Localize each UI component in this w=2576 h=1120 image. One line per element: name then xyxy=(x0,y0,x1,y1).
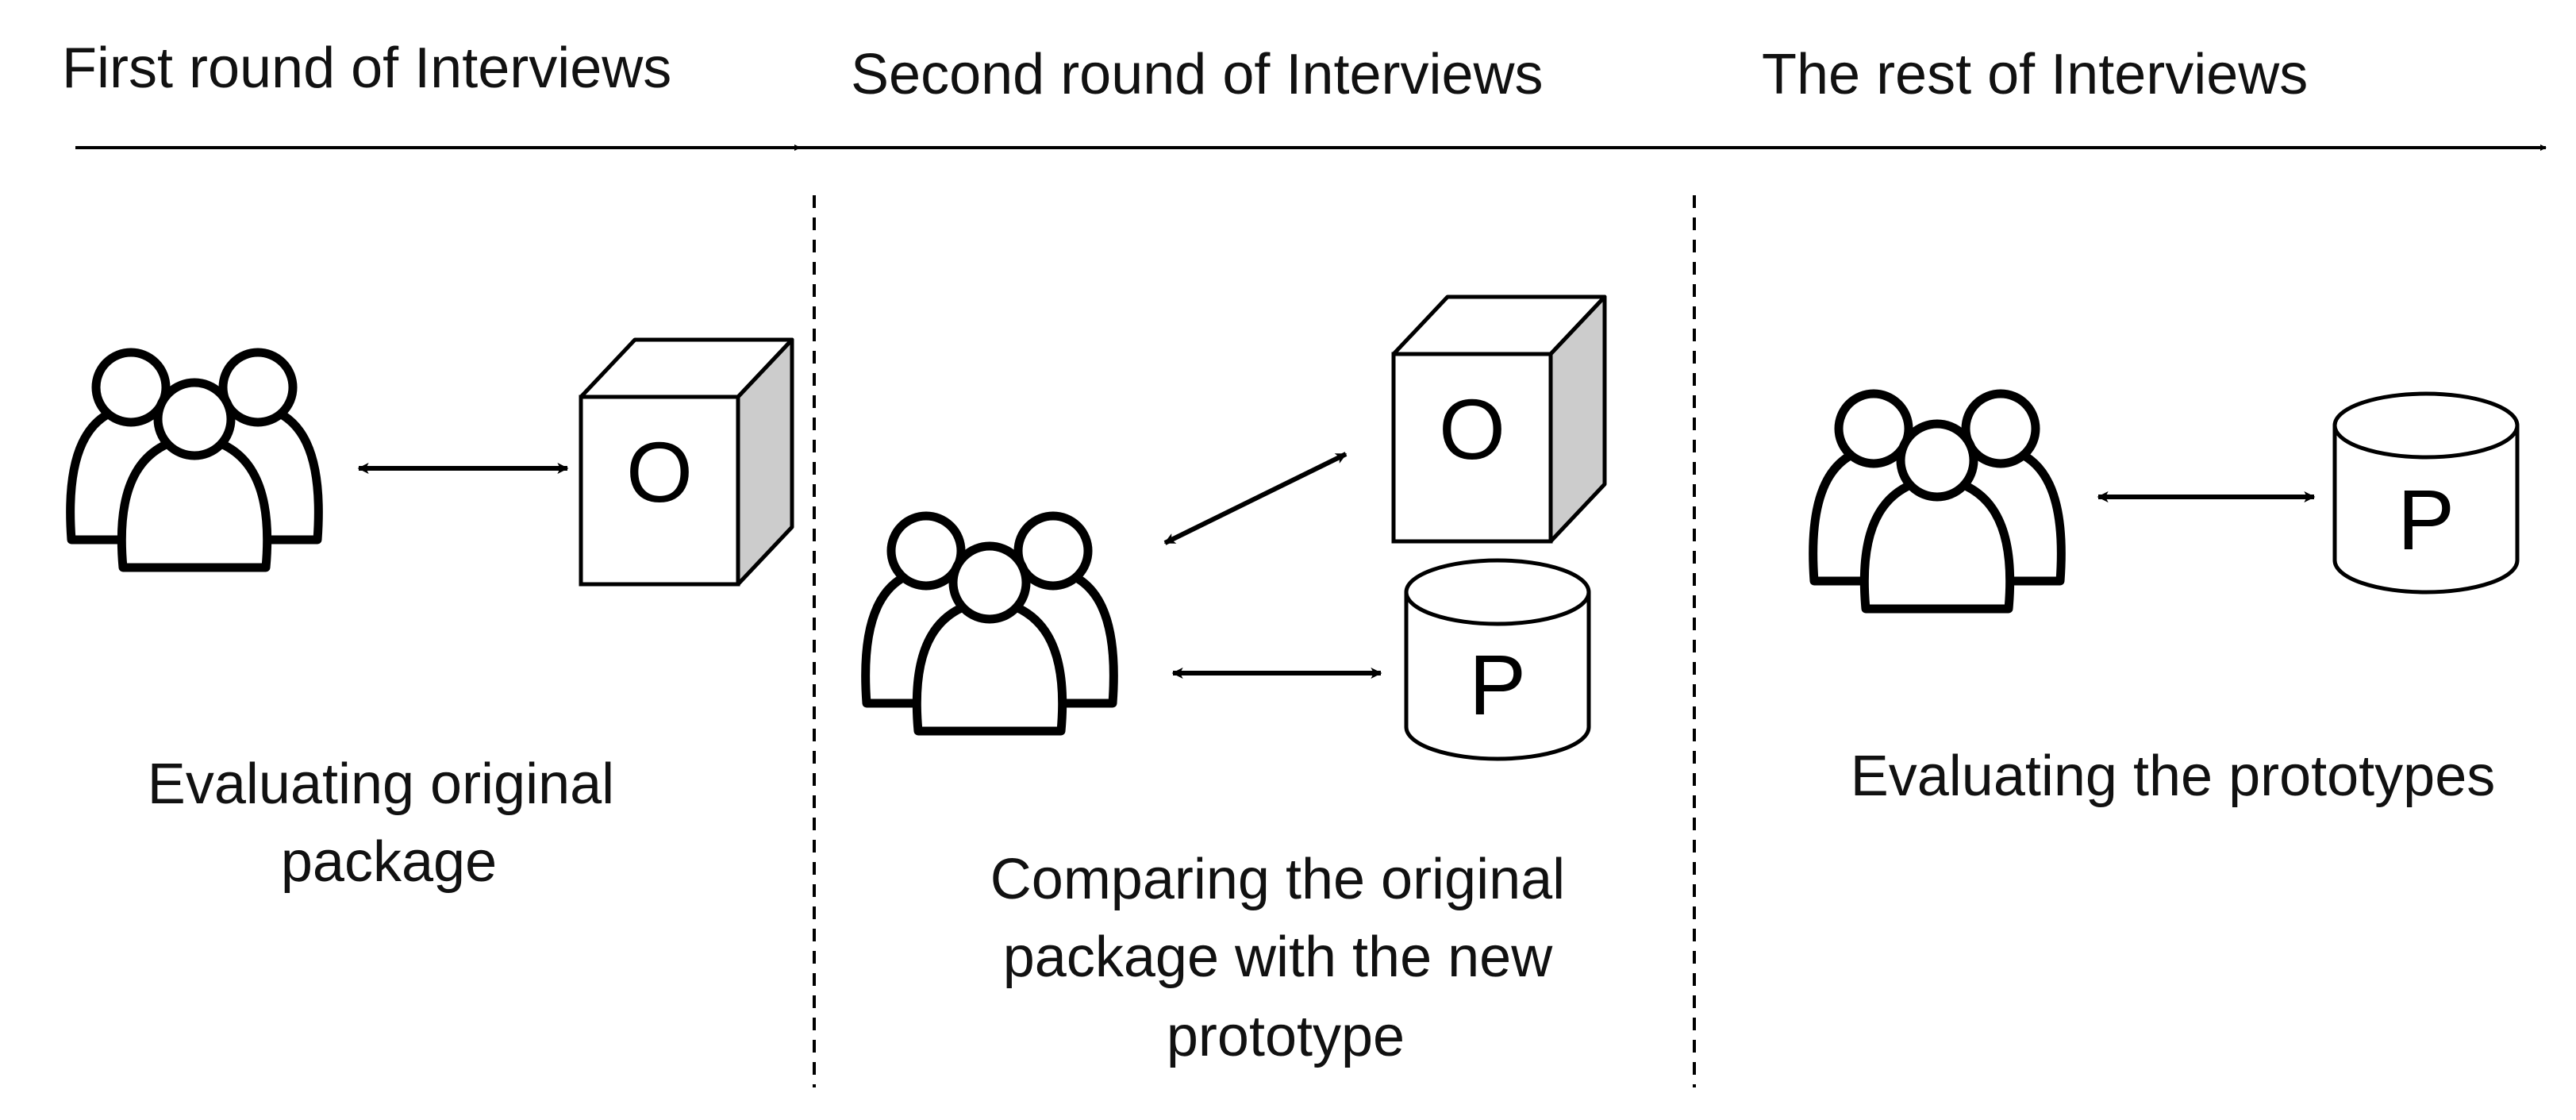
prototype-label-2: P xyxy=(1469,637,1526,733)
user-group-icon xyxy=(866,516,1114,731)
phase-2-header: Second round of Interviews xyxy=(851,43,1544,106)
prototype-label-3: P xyxy=(2397,471,2455,568)
participants-group-2 xyxy=(866,516,1114,731)
prototype-2: P xyxy=(1406,560,1589,759)
participants-group-1 xyxy=(71,352,319,568)
prototype-3: P xyxy=(2335,394,2517,592)
participants-group-3 xyxy=(1813,394,2062,609)
phase-2-caption: Comparing the original package with the … xyxy=(990,848,1581,1068)
double-arrow-to-original xyxy=(1163,452,1348,545)
user-group-icon xyxy=(1813,394,2062,609)
original-package-label-2: O xyxy=(1439,381,1505,477)
phase-1-caption: Evaluating original package xyxy=(148,752,630,894)
phase-3-caption: Evaluating the prototypes xyxy=(1851,745,2496,808)
user-group-icon xyxy=(71,352,319,568)
phase-1-header: First round of Interviews xyxy=(62,37,671,100)
original-package-1: O xyxy=(581,340,792,584)
phase-3-header: The rest of Interviews xyxy=(1762,43,2308,106)
original-package-label-1: O xyxy=(626,424,693,520)
original-package-2: O xyxy=(1394,297,1605,541)
